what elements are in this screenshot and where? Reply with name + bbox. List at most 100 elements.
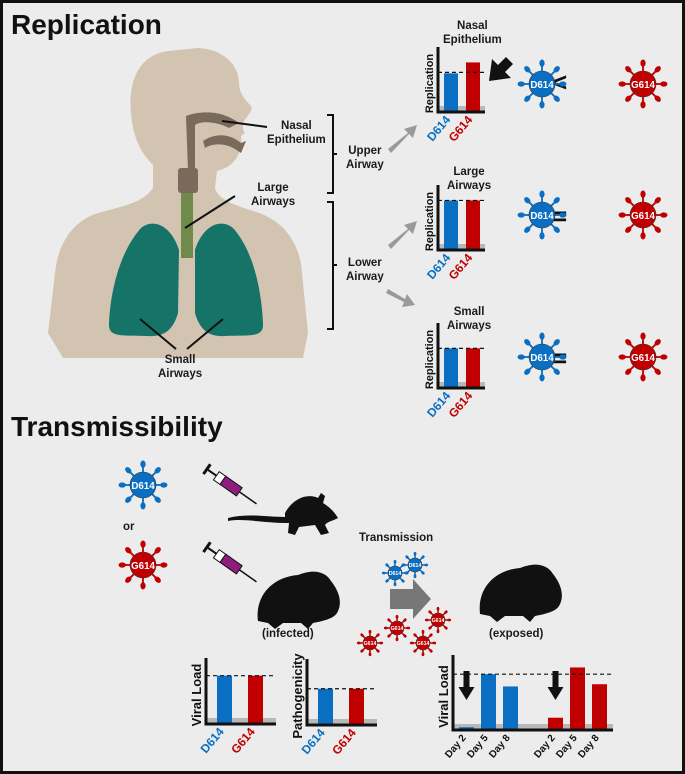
spike-tip [524, 95, 531, 102]
baseline-band [307, 719, 377, 725]
transmission-label: Transmission [359, 532, 434, 544]
baseline-band [438, 106, 485, 112]
spike-tip [553, 368, 560, 375]
virus-body [129, 471, 157, 499]
virus-body [629, 70, 657, 98]
spike-tip [553, 95, 560, 102]
spike-tip [154, 576, 161, 583]
spike-tip [524, 197, 531, 204]
spike-tip [140, 502, 146, 510]
baseline-band [206, 718, 276, 724]
spike-tip [125, 576, 132, 583]
spike-tip [436, 606, 440, 611]
spike-tip [393, 559, 397, 564]
spike-tip [140, 460, 146, 468]
virus-body [415, 635, 431, 651]
baseline-band [438, 382, 485, 388]
bar [349, 688, 364, 725]
airway-brackets [327, 114, 337, 330]
bar [318, 688, 333, 725]
spike-tip [654, 66, 661, 73]
spike-tip [421, 629, 425, 634]
hamster-infected-icon [257, 571, 340, 629]
spike-tip [413, 649, 417, 653]
spike-tip [524, 339, 531, 346]
spike-tip [401, 579, 405, 583]
spike-tip [524, 368, 531, 375]
spike-tip [428, 610, 432, 614]
spike-tip [428, 626, 432, 630]
spike-tip [654, 226, 661, 233]
spike-tip [625, 197, 632, 204]
spike-tip [368, 629, 372, 634]
g614-virus-icon: G614 [356, 629, 384, 657]
spike-tip [160, 562, 168, 568]
spike-tip [447, 618, 452, 622]
spike-tip [405, 571, 409, 575]
spike-tip [618, 212, 626, 218]
axis [204, 658, 276, 726]
spike-tip [559, 212, 567, 218]
virus-label: G614 [364, 641, 377, 647]
spike-tip [118, 482, 126, 488]
axis [436, 323, 485, 390]
virus-label: G614 [432, 618, 445, 624]
spike-tip [395, 637, 399, 642]
axis [305, 659, 377, 727]
spike-tip [356, 641, 361, 645]
spike-tip [376, 633, 380, 637]
spike-tip [413, 574, 417, 579]
comparison-symbol: < [552, 67, 567, 97]
spike-tip [553, 66, 560, 73]
spike-tip [403, 618, 407, 622]
g614-virus-icon: G614 [618, 59, 668, 109]
virus-body [629, 201, 657, 229]
spike-tip [383, 626, 388, 630]
y-axis-label: Replication [424, 54, 436, 114]
d614-virus-icon: D614 [517, 190, 567, 240]
virus-label: D614 [530, 211, 554, 222]
virus-label: D614 [530, 80, 554, 91]
bar [592, 684, 607, 730]
spike-tip [524, 226, 531, 233]
spike-tip [379, 641, 384, 645]
spike-tip [444, 626, 448, 630]
infected-label: (infected) [262, 628, 314, 640]
baseline-band [438, 244, 485, 250]
transmission-arrow-icon [390, 579, 431, 619]
y-axis-label: Replication [424, 192, 436, 252]
d614-virus-icon: D614 [118, 460, 168, 510]
spike-tip [524, 66, 531, 73]
bar [570, 667, 585, 730]
virus-label: D614 [530, 353, 554, 364]
spike-tip [118, 562, 126, 568]
replication-title: Replication [11, 9, 162, 40]
spike-tip [385, 579, 389, 583]
bar [466, 348, 480, 388]
bar [217, 675, 232, 724]
g614-virus-icon: G614 [409, 629, 437, 657]
bar [444, 348, 458, 388]
spike-tip [125, 496, 132, 503]
spike-tip [654, 95, 661, 102]
spike-tip [618, 81, 626, 87]
d614-virus-icon: D614 [401, 551, 429, 579]
spike-tip [429, 633, 433, 637]
d614-virus-icon: D614 [517, 332, 567, 382]
bar [248, 675, 263, 724]
virus-body [528, 70, 556, 98]
spike-tip [125, 547, 132, 554]
spike-tip [553, 226, 560, 233]
spike-tip [403, 634, 407, 638]
spike-tip [559, 81, 567, 87]
y-axis-label: Replication [424, 330, 436, 390]
spike-tip [140, 540, 146, 548]
spike-tip [539, 101, 545, 109]
